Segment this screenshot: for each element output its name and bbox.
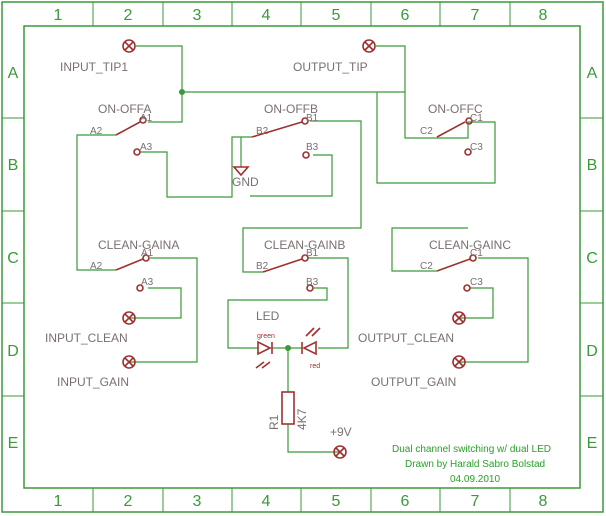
label-resistor-name: R1 [267,414,281,430]
frame-col-label: 4 [262,493,271,510]
label-clean-gain-a: CLEAN-GAINA [98,238,179,252]
pin-label: C1 [470,113,483,124]
switch-clean-gain-b [262,254,314,292]
junction-dot [285,345,291,351]
frame-col-label: 2 [124,493,133,510]
pin-label: A1 [140,113,153,124]
pin-label: C2 [420,126,433,137]
label-input-gain: INPUT_GAIN [57,375,129,389]
frame-row-label: A [587,65,598,82]
pin-label: A1 [141,248,154,259]
frame-col-label: 5 [332,7,341,24]
frame-row-label: B [587,157,598,174]
frame-col-label: 5 [332,493,341,510]
frame-col-label: 7 [471,7,480,24]
note-title: Dual channel switching w/ dual LED [392,444,551,455]
pin-label: A2 [90,261,103,272]
wires [76,45,529,453]
pin-label: B2 [256,126,269,137]
pin-label: A2 [90,126,103,137]
frame-col-label: 3 [193,7,202,24]
label-output-gain: OUTPUT_GAIN [371,375,456,389]
pad-input-clean [122,311,136,325]
pin-label: B1 [306,113,319,124]
frame-row-label: E [8,435,19,452]
frame-col-label: 1 [54,493,63,510]
label-switch-a: ON-OFFA [98,102,151,116]
switch-clean-gain-a [115,254,150,292]
frame-row-label: C [586,250,598,267]
frame-row-label: E [587,435,598,452]
label-output-clean: OUTPUT_CLEAN [358,331,454,345]
pad-input-tip [122,39,136,53]
junction-dot [179,89,185,95]
pin-label: B3 [306,277,319,288]
pad-input-gain [122,355,136,369]
label-input-tip: INPUT_TIP1 [60,60,128,74]
frame-col-label: 8 [539,7,548,24]
frame-row-label: D [586,343,598,360]
label-led: LED [256,309,280,323]
switch-clean-gain-c [436,254,477,292]
frame-col-label: 7 [471,493,480,510]
label-resistor-value: 4K7 [295,408,309,430]
note-author: Drawn by Harald Sabro Bolstad [405,459,545,470]
pin-label: B1 [306,248,319,259]
resistor-r1 [281,391,295,425]
label-output-tip: OUTPUT_TIP [293,60,368,74]
switch-on-off-c [436,117,473,156]
label-led-green: green [257,333,275,340]
switch-on-off-b [251,117,310,159]
frame-col-label: 6 [401,493,410,510]
frame-col-label: 6 [401,7,410,24]
label-switch-c: ON-OFFC [428,102,483,116]
pin-label: B2 [256,261,269,272]
frame-row-label: C [7,250,19,267]
frame-row-label: A [8,65,19,82]
switch-on-off-a [115,116,147,156]
pin-label: C1 [470,248,483,259]
led-red [301,327,321,356]
pin-label: C3 [470,277,483,288]
label-clean-gain-c: CLEAN-GAINC [429,238,511,252]
frame-col-label: 2 [124,7,133,24]
frame-row-label: B [8,157,19,174]
pin-label: C2 [420,261,433,272]
pin-label: A3 [141,277,154,288]
frame-col-label: 3 [193,493,202,510]
label-input-clean: INPUT_CLEAN [45,331,128,345]
pin-label: A3 [140,142,153,153]
pad-output-clean [452,311,466,325]
label-led-red: red [310,363,320,370]
frame-col-label: 8 [539,493,548,510]
label-supply: +9V [330,425,352,439]
label-switch-b: ON-OFFB [264,102,318,116]
ground-symbol [232,166,250,177]
pad-9v [333,445,347,459]
frame-row-label: D [7,343,19,360]
label-gnd: GND [232,175,259,189]
frame-col-label: 4 [262,7,271,24]
note-date: 04.09.2010 [450,474,500,485]
label-clean-gain-b: CLEAN-GAINB [264,238,345,252]
pin-label: C3 [470,142,483,153]
pin-label: B3 [306,142,319,153]
pad-output-tip [362,39,376,53]
pad-output-gain [452,355,466,369]
frame-col-label: 1 [54,7,63,24]
led-green [255,340,273,369]
